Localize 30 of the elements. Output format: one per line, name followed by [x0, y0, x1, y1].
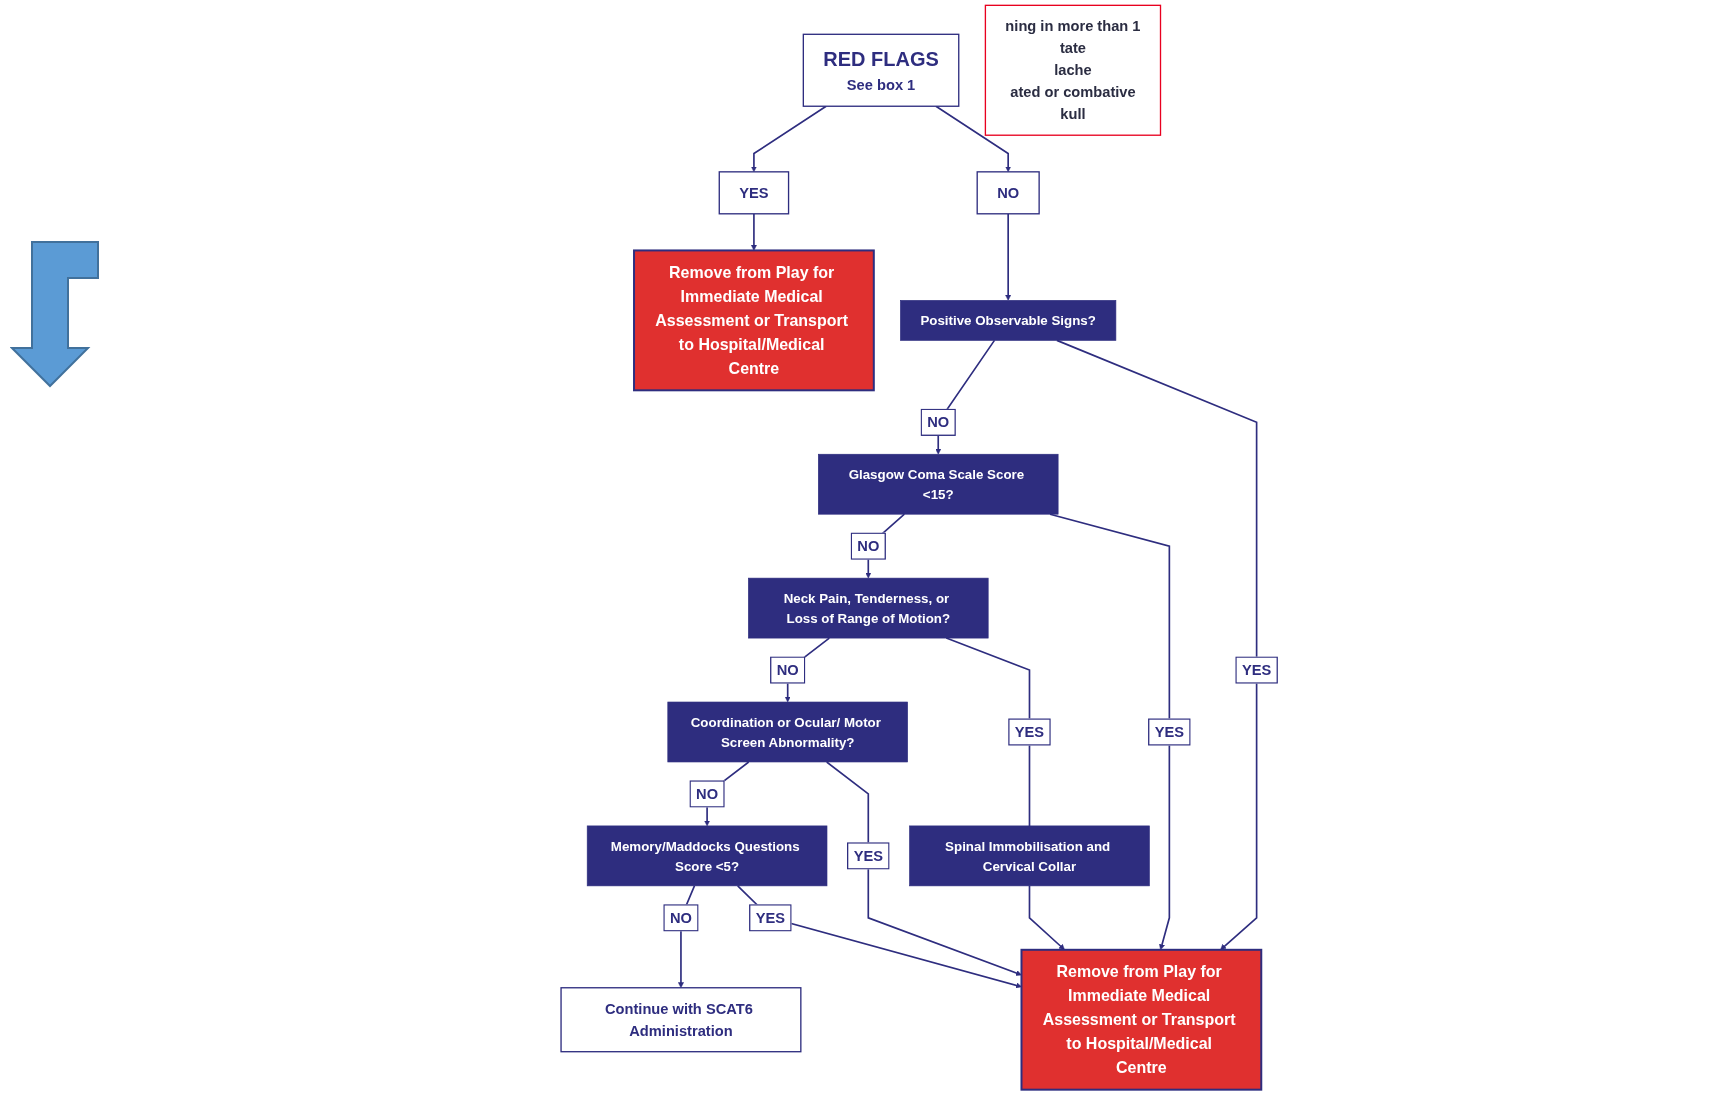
flag-box: RED FLAGS See box 1 [802, 33, 960, 107]
arrow [1028, 885, 1065, 951]
arrow [751, 212, 757, 251]
arrow [825, 761, 1022, 976]
question-box: Coordination or Ocular/ Motor Screen Abnormality? [667, 701, 908, 763]
edge-label: NO [770, 656, 806, 684]
question-box: Glasgow Coma Scale Score <15? [818, 453, 1059, 515]
info-panel: ning in more than 1 tate lache ated or combative kull [984, 4, 1162, 136]
arrow [935, 105, 1012, 173]
edge-label: NO [689, 780, 725, 808]
edge-label: NO [663, 904, 699, 932]
question-box: Positive Observable Signs? [900, 300, 1117, 341]
action-box: Remove from Play for Immediate Medical Assessment or Transport to Hospital/Medical Centre [1020, 948, 1263, 1091]
edge-label: NO [920, 408, 956, 436]
edge-label: YES [1148, 718, 1191, 746]
arrow [1056, 339, 1258, 951]
edge-label: YES [846, 842, 890, 870]
edge-label: YES [1008, 718, 1051, 746]
action-box: Spinal Immobilisation and Cervical Collar [909, 825, 1150, 887]
edge-label: NO [850, 532, 886, 560]
process-box: Continue with SCAT6 Administration [560, 987, 802, 1053]
answer-box: NO [976, 171, 1040, 215]
edge-label: YES [1235, 656, 1278, 684]
question-box: Neck Pain, Tenderness, or Loss of Range of Motion? [748, 577, 989, 639]
question-box: Memory/Maddocks Questions Score <5? [586, 825, 828, 887]
arrow [1005, 212, 1012, 301]
arrow [751, 105, 827, 173]
edge-label: YES [749, 904, 792, 932]
action-box: Remove from Play for Immediate Medical Assessment or Transport to Hospital/Medical Centre [633, 249, 875, 392]
answer-box: YES [718, 171, 790, 215]
